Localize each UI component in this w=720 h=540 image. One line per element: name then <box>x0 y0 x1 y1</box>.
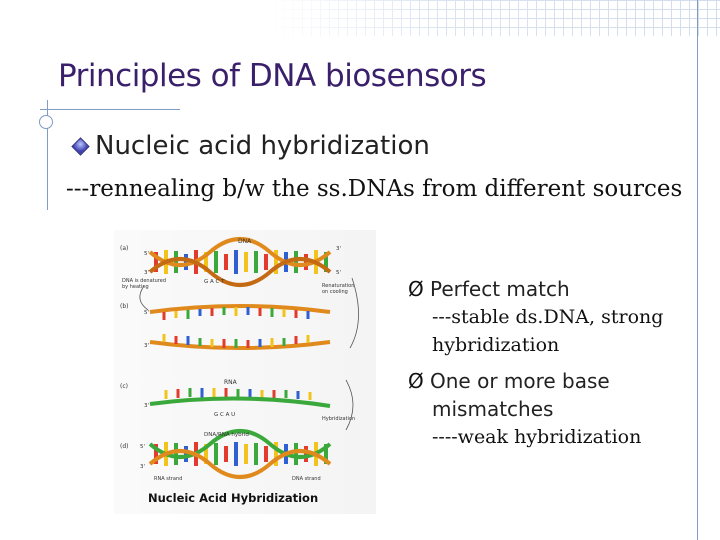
point-heading-continued: mismatches <box>432 397 554 421</box>
denature-label-line2: by heating <box>122 284 149 290</box>
a-3-end-right-label: 3' <box>336 246 341 252</box>
hybridization-label: Hybridization <box>322 416 355 422</box>
d-5-end-label: 5' <box>140 444 145 450</box>
figure-background <box>114 230 376 514</box>
figure-caption: Nucleic Acid Hybridization <box>148 491 318 505</box>
left-vertical-rule <box>47 100 48 210</box>
rna-strand-label: RNA strand <box>154 476 182 482</box>
gcau-label: G C A U <box>214 412 235 418</box>
b-3-end-label: 3' <box>144 343 149 349</box>
panel-a-label: (a) <box>120 245 128 252</box>
point-perfect-match: Ø Perfect match <box>408 275 708 303</box>
helix-a <box>148 237 332 287</box>
hybridization-arrow <box>345 379 354 431</box>
a-3-end-label: 3' <box>144 270 149 276</box>
title-underline-rule <box>40 109 180 110</box>
denature-label-line1: DNA is denatured <box>122 278 166 284</box>
point-mismatch: Ø One or more base <box>408 367 708 395</box>
point-heading: Perfect match <box>430 277 570 301</box>
nucleic-acid-hybridization-figure: (a) (b) (c) (d) DNA 5' 3' 3' 5' DNA is d… <box>114 230 376 514</box>
diamond-bullet-icon <box>71 136 90 156</box>
rna-label: RNA <box>224 379 238 386</box>
panel-b-label: (b) <box>120 303 129 310</box>
a-5-end-label: 5' <box>144 251 149 257</box>
renature-label-line2: on cooling <box>322 289 348 295</box>
denature-arrow <box>139 285 149 311</box>
gact-label: G A C T <box>204 279 225 285</box>
panel-d-label: (d) <box>120 443 129 450</box>
separated-strands-b <box>149 304 331 350</box>
point-heading: One or more base <box>430 369 610 393</box>
rule-circle-ornament <box>39 115 53 129</box>
rna-strand-c <box>149 388 331 408</box>
d-3-end-label: 3' <box>140 464 145 470</box>
a-5-end-right-label: 5' <box>336 270 341 276</box>
renature-label-line1: Renaturation <box>322 283 354 289</box>
b-5-end-label: 5' <box>144 310 149 316</box>
header-grid-fade <box>266 0 720 36</box>
definition-line: ---rennealing b/w the ss.DNAs from diffe… <box>66 176 683 202</box>
panel-c-label: (c) <box>120 383 128 390</box>
right-vertical-rule <box>697 0 698 540</box>
dna-label: DNA <box>238 238 252 245</box>
c-3-end-label: 3' <box>144 403 149 409</box>
point-detail-line: ----weak hybridization <box>432 426 642 448</box>
point-detail-line: hybridization <box>432 334 560 356</box>
point-detail-line: ---stable ds.DNA, strong <box>432 306 664 328</box>
hybridization-points-list: Ø Perfect match ---stable ds.DNA, strong… <box>408 275 708 451</box>
arrow-bullet-icon: Ø <box>408 369 424 393</box>
arrow-bullet-icon: Ø <box>408 277 424 301</box>
main-bullet: Nucleic acid hybridization <box>71 131 430 161</box>
hybrid-label: DNA/RNA hybrid <box>204 432 249 438</box>
dna-strand-label: DNA strand <box>292 476 321 482</box>
renature-arrow <box>349 277 359 349</box>
slide-title: Principles of DNA biosensors <box>58 58 487 94</box>
main-bullet-text: Nucleic acid hybridization <box>95 131 430 161</box>
hybrid-helix-d <box>148 429 332 479</box>
